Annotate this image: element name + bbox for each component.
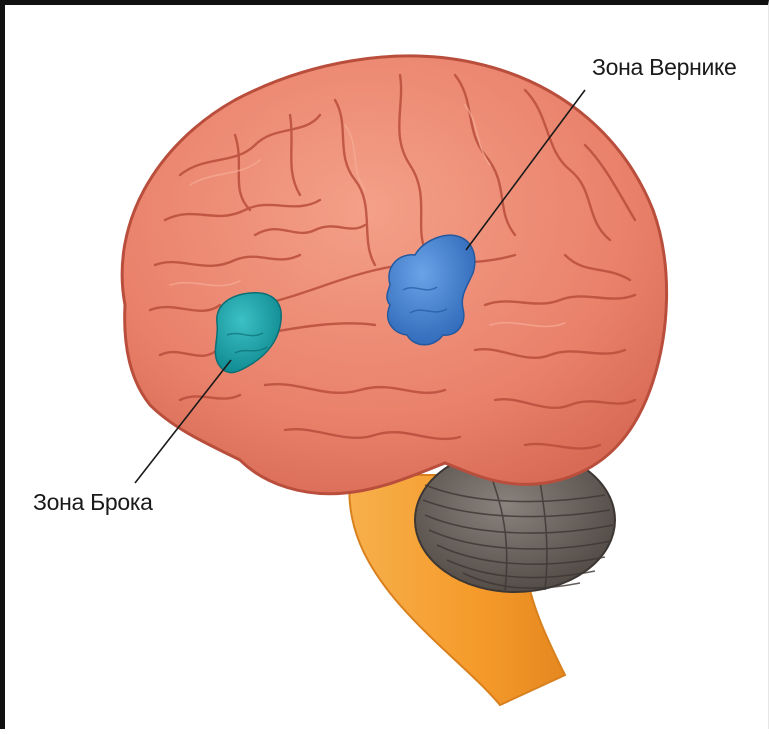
broca-area-label: Зона Брока [33,489,153,516]
wernicke-area-label: Зона Вернике [592,54,737,81]
brain-diagram [5,5,769,734]
